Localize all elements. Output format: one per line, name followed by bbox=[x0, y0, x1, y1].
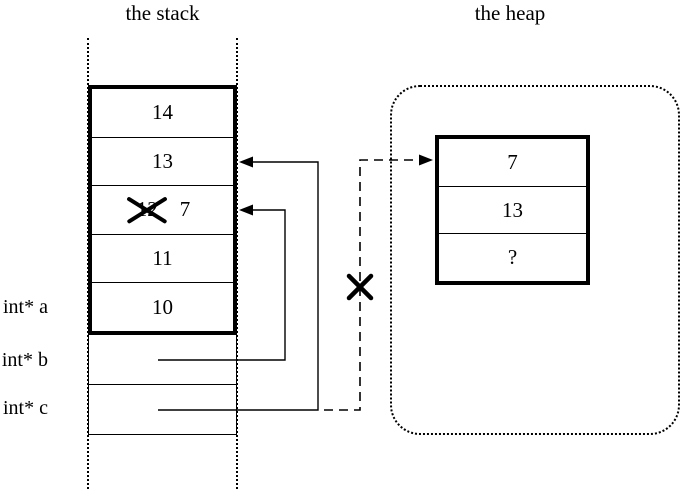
stack-cell-value: 10 bbox=[152, 294, 173, 319]
heap-cell-0: 7 bbox=[439, 139, 586, 187]
stack-cell-new-value: 7 bbox=[179, 197, 191, 222]
heap-object-box: 7 13 ? bbox=[435, 135, 590, 285]
pointer-cell-b bbox=[89, 335, 236, 385]
stack-cell-11: 11 bbox=[92, 235, 233, 284]
stack-frame-box: 14 13 12 7 11 10 bbox=[88, 85, 237, 335]
stack-title: the stack bbox=[125, 1, 200, 25]
label-int-b: int* b bbox=[1, 349, 48, 371]
label-int-c: int* c bbox=[3, 397, 48, 419]
crossed-out-old-value: 12 bbox=[126, 196, 168, 224]
stack-cell-10: 10 bbox=[92, 283, 233, 331]
pointer-variable-cells bbox=[88, 335, 237, 435]
stack-cell-13: 13 bbox=[92, 138, 233, 187]
heap-title: the heap bbox=[474, 1, 546, 25]
stack-cell-value: 13 bbox=[152, 148, 173, 173]
pointer-c-arrowhead bbox=[239, 156, 253, 168]
stack-cell-14: 14 bbox=[92, 89, 233, 138]
dangling-cross-icon bbox=[346, 273, 374, 301]
heap-cell-value: ? bbox=[507, 245, 518, 270]
stack-cell-value: 11 bbox=[152, 246, 173, 271]
pointer-b-arrowhead bbox=[239, 204, 253, 216]
heap-cell-1: 13 bbox=[439, 187, 586, 235]
stack-cell-overwritten: 12 7 bbox=[92, 186, 233, 235]
label-int-a: int* a bbox=[3, 296, 48, 318]
heap-cell-value: 13 bbox=[502, 197, 523, 222]
pointer-cell-c bbox=[89, 385, 236, 434]
stack-cell-value: 14 bbox=[152, 100, 173, 125]
heap-cell-2: ? bbox=[439, 234, 586, 281]
heap-cell-value: 7 bbox=[507, 149, 518, 174]
